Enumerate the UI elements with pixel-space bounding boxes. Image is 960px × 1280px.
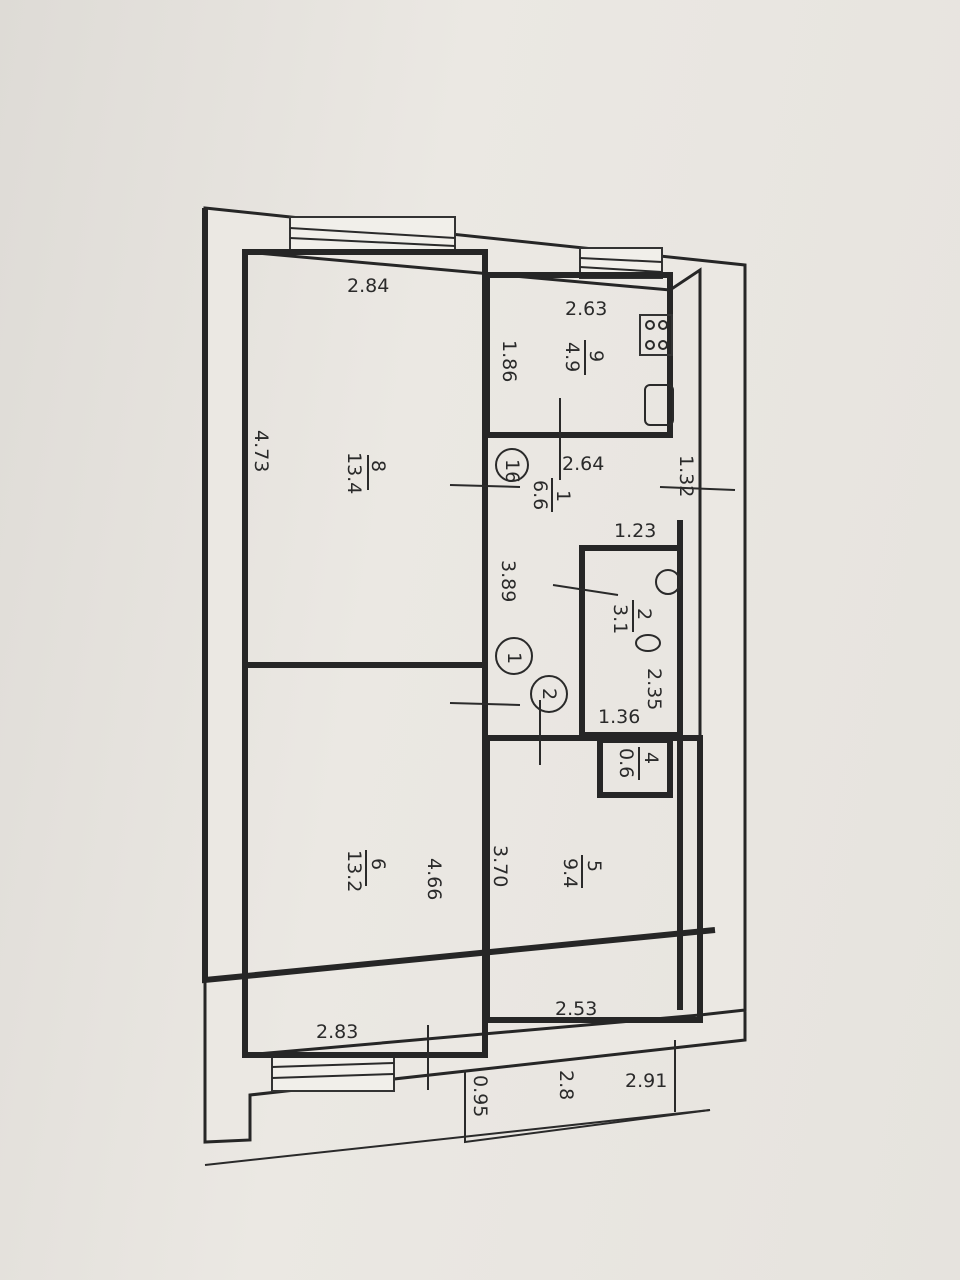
dim-room5-width: 2.53 xyxy=(555,998,597,1020)
dim-kitchen-width: 2.63 xyxy=(565,298,607,320)
svg-text:1: 1 xyxy=(552,490,574,502)
svg-text:2: 2 xyxy=(538,688,560,700)
marker-1: 1 xyxy=(495,637,533,675)
svg-text:0.6: 0.6 xyxy=(615,748,637,778)
door-marks xyxy=(427,398,736,1090)
marker-2: 2 xyxy=(530,675,568,713)
dim-hall-offset: 1.32 xyxy=(675,455,697,497)
svg-text:16: 16 xyxy=(501,459,523,483)
svg-text:8: 8 xyxy=(367,460,389,472)
dim-kitchen-depth: 1.86 xyxy=(498,340,520,382)
room-9-label: 9 4.9 xyxy=(561,340,607,375)
svg-text:4.9: 4.9 xyxy=(561,342,583,372)
room-4-label: 4 0.6 xyxy=(615,747,662,780)
room-5-label: 5 9.4 xyxy=(559,855,605,888)
exterior-wall-left xyxy=(202,208,716,984)
svg-text:13.4: 13.4 xyxy=(343,452,365,494)
dim-bath-inner: 1.36 xyxy=(598,706,640,728)
washbasin-icon xyxy=(655,569,681,595)
room-1-label: 1 6.6 xyxy=(529,478,574,512)
sink-icon xyxy=(644,384,674,426)
dim-room5-length: 3.70 xyxy=(489,845,511,887)
svg-text:9: 9 xyxy=(585,350,607,362)
svg-text:4: 4 xyxy=(640,752,662,764)
dim-bath-length: 2.35 xyxy=(643,668,665,710)
dim-bath-width: 1.23 xyxy=(614,520,656,542)
dim-bottom-left: 2.83 xyxy=(316,1021,358,1043)
balcony-area: 2.8 xyxy=(555,1070,577,1100)
dim-hall-width: 2.64 xyxy=(562,453,604,475)
marker-16: 16 xyxy=(495,448,529,483)
window-top-left xyxy=(289,216,456,252)
svg-text:6.6: 6.6 xyxy=(529,480,551,510)
dim-room6-length: 4.66 xyxy=(423,858,445,900)
balcony xyxy=(204,1040,711,1166)
svg-text:9.4: 9.4 xyxy=(559,858,581,888)
svg-text:1: 1 xyxy=(503,652,525,664)
svg-text:6: 6 xyxy=(367,858,389,870)
dim-balcony-depth: 0.95 xyxy=(469,1075,491,1117)
room-5-walls xyxy=(484,735,703,1023)
dim-bottom-right: 2.91 xyxy=(625,1070,667,1092)
dim-top-left: 2.84 xyxy=(347,275,389,297)
svg-text:13.2: 13.2 xyxy=(343,850,365,892)
dim-hall-length: 3.89 xyxy=(497,560,519,602)
svg-text:5: 5 xyxy=(583,860,605,872)
svg-text:2: 2 xyxy=(633,608,655,620)
room-8-label: 8 13.4 xyxy=(343,452,389,494)
window-bottom xyxy=(271,1054,395,1092)
stove-icon xyxy=(639,314,673,356)
toilet-icon xyxy=(635,634,661,652)
room-6-label: 6 13.2 xyxy=(343,850,389,892)
dim-left: 4.73 xyxy=(250,430,272,472)
room-2-label: 2 3.1 xyxy=(609,600,655,634)
svg-text:3.1: 3.1 xyxy=(609,604,631,634)
